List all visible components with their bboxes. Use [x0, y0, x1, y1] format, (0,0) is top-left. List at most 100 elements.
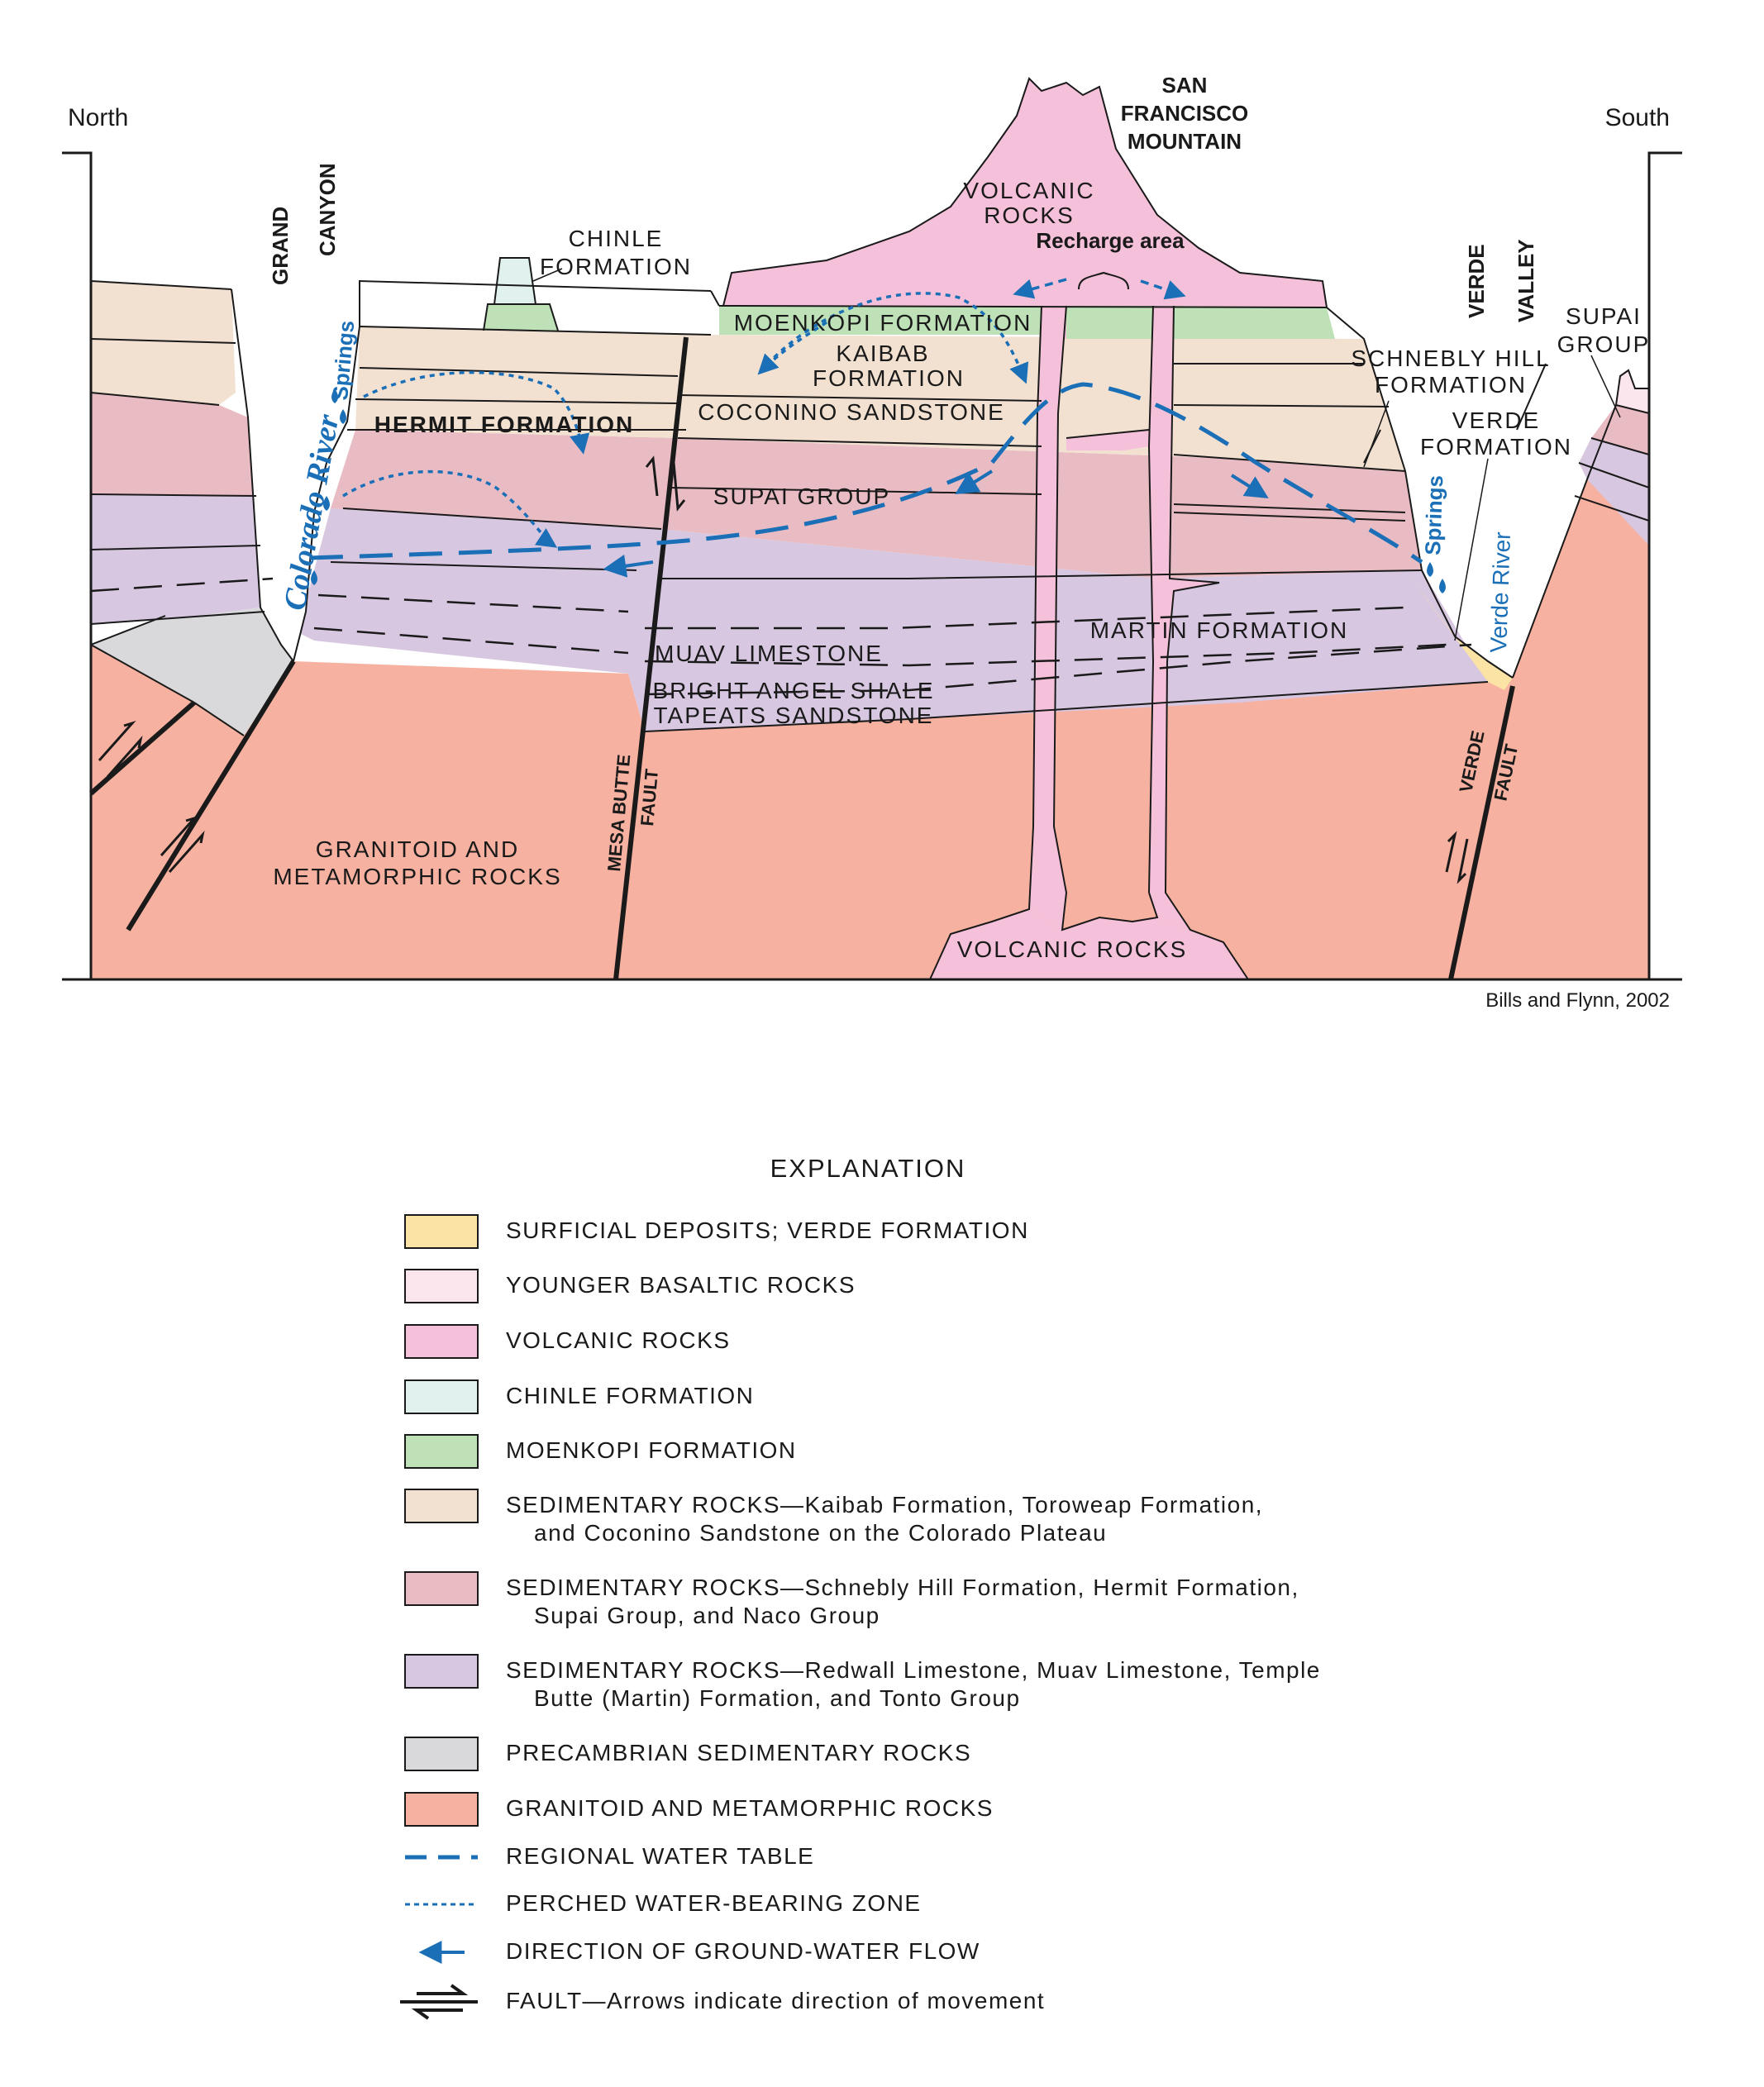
- recharge-area-label: Recharge area: [1036, 228, 1185, 253]
- legend-item-label: SURFICIAL DEPOSITS; VERDE FORMATION: [506, 1217, 1029, 1243]
- legend-item-label: Butte (Martin) Formation, and Tonto Grou…: [534, 1685, 1021, 1711]
- grand-label: GRAND: [268, 207, 293, 285]
- leader-supai-right: [1590, 355, 1621, 418]
- legend-fault-arrows-symbol: [400, 1984, 478, 2020]
- legend-item: SURFICIAL DEPOSITS; VERDE FORMATION: [404, 1214, 1029, 1249]
- legend-swatch-supai-seds: [404, 1571, 479, 1606]
- mesa-butte-fault-label-2: FAULT: [636, 768, 662, 827]
- frame-right: [1647, 151, 1682, 979]
- volcanic-bottom-unit: [930, 909, 1248, 979]
- supai-label: SUPAI GROUP: [713, 484, 890, 509]
- legend-item: REGIONAL WATER TABLE: [405, 1843, 813, 1869]
- schnebly-label-1: SCHNEBLY HILL: [1351, 345, 1550, 371]
- coconino-label: COCONINO SANDSTONE: [698, 399, 1005, 425]
- faults: [89, 336, 1515, 980]
- supai-group-right-2: GROUP: [1557, 331, 1651, 357]
- springs-drops-left: [311, 388, 346, 585]
- regional-water-table: [309, 382, 1423, 565]
- volcanic-top-label-1: VOLCANIC: [963, 178, 1094, 203]
- mesa-butte-fault-arrow-up: [645, 455, 659, 497]
- verde-fault-line: [1448, 685, 1515, 980]
- leader-verde-formation: [1454, 458, 1489, 641]
- legend-item: SEDIMENTARY ROCKS—Schnebly Hill Formatio…: [404, 1571, 1299, 1628]
- flow-arrow-right: [1230, 474, 1269, 498]
- springs-drops-right: [1427, 562, 1446, 593]
- kaibab-unit-left: [91, 281, 236, 405]
- legend-item-label: PRECAMBRIAN SEDIMENTARY ROCKS: [506, 1740, 971, 1765]
- leader-schnebly: [1363, 400, 1390, 468]
- legend-item: SEDIMENTARY ROCKS—Redwall Limestone, Mua…: [404, 1654, 1321, 1711]
- recharge-brace: [1078, 271, 1129, 290]
- verde-river-label: Verde River: [1485, 531, 1515, 653]
- legend-item: PRECAMBRIAN SEDIMENTARY ROCKS: [404, 1737, 971, 1771]
- hermit-label: HERMIT FORMATION: [374, 412, 635, 437]
- legend-item-label: SEDIMENTARY ROCKS—Kaibab Formation, Toro…: [506, 1492, 1263, 1518]
- verde-valley-label-1: VERDE: [1464, 244, 1489, 318]
- legend-swatch-redwall-seds: [404, 1654, 479, 1689]
- moenkopi-label: MOENKOPI FORMATION: [734, 310, 1032, 336]
- granitoid-label-2: METAMORPHIC ROCKS: [273, 864, 561, 889]
- legend-item-label: SEDIMENTARY ROCKS—Schnebly Hill Formatio…: [506, 1575, 1299, 1600]
- flow-arrow-center-left: [955, 469, 994, 494]
- flow-arrow-left: [603, 554, 654, 578]
- moenkopi-unit: [719, 306, 1042, 335]
- legend-item-label: YOUNGER BASALTIC ROCKS: [506, 1272, 856, 1298]
- legend-item-label: and Coconino Sandstone on the Colorado P…: [534, 1520, 1107, 1546]
- verde-fault-arrows: [1445, 831, 1469, 884]
- legend-item: VOLCANIC ROCKS: [404, 1324, 729, 1359]
- legend: EXPLANATION SURFICIAL DEPOSITS; VERDE FO…: [400, 1154, 1321, 2020]
- kaibab-label-2: FORMATION: [813, 365, 965, 391]
- legend-item: MOENKOPI FORMATION: [404, 1434, 797, 1469]
- verde-valley-label-2: VALLEY: [1514, 239, 1538, 322]
- perched-zone-center-left-arrow: [757, 321, 827, 375]
- redwall-unit-right: [1579, 438, 1649, 546]
- supai-unit-left: [91, 393, 256, 496]
- legend-item-label: MOENKOPI FORMATION: [506, 1437, 797, 1463]
- kaibab-label-1: KAIBAB: [836, 341, 929, 366]
- muav-label: MUAV LIMESTONE: [655, 641, 883, 666]
- legend-swatch-chinle: [404, 1379, 479, 1414]
- left-fault-line-1: [89, 700, 196, 796]
- younger-basalt-unit: [1616, 370, 1649, 413]
- martin-label: MARTIN FORMATION: [1090, 617, 1349, 643]
- volcanic-sill: [1066, 430, 1149, 450]
- legend-item: GRANITOID AND METAMORPHIC ROCKS: [404, 1792, 992, 1827]
- left-fault-arrows-2: [160, 816, 205, 873]
- left-fault-line-2: [126, 660, 296, 932]
- legend-item-label: Supai Group, and Naco Group: [534, 1603, 880, 1628]
- perched-zone-left-upper: [363, 370, 590, 455]
- legend-swatch-younger-basalt: [404, 1269, 479, 1303]
- redwall-unit-middle: [298, 508, 1488, 731]
- legend-item-label: PERCHED WATER-BEARING ZONE: [506, 1890, 922, 1916]
- mountain-title-3: MOUNTAIN: [1128, 129, 1242, 154]
- precambrian-unit: [91, 608, 293, 736]
- legend-swatch-precambrian: [404, 1737, 479, 1771]
- mesa-butte-fault-line: [613, 336, 689, 980]
- legend-swatch-moenkopi: [404, 1434, 479, 1469]
- perched-zone-left-lower: [342, 469, 558, 548]
- moenkopi-unit-2: [1066, 306, 1153, 339]
- tapeats-label: TAPEATS SANDSTONE: [654, 703, 934, 728]
- mesa-butte-fault-arrow-down: [672, 462, 686, 512]
- volcanic-top-label-2: ROCKS: [984, 203, 1075, 228]
- verde-formation-label-2: FORMATION: [1420, 434, 1572, 460]
- mountain-title-1: SAN: [1162, 73, 1208, 98]
- legend-swatch-granitoid: [404, 1792, 479, 1827]
- legend-item: CHINLE FORMATION: [404, 1379, 754, 1414]
- direction-north: North: [68, 104, 128, 131]
- legend-title: EXPLANATION: [770, 1154, 966, 1183]
- moenkopi-unit-3: [1174, 306, 1335, 339]
- legend-item-label: SEDIMENTARY ROCKS—Redwall Limestone, Mua…: [506, 1657, 1321, 1683]
- legend-item: SEDIMENTARY ROCKS—Kaibab Formation, Toro…: [404, 1489, 1263, 1546]
- legend-item-label: CHINLE FORMATION: [506, 1383, 754, 1408]
- legend-item: PERCHED WATER-BEARING ZONE: [405, 1890, 922, 1916]
- chinle-label-1: CHINLE: [569, 226, 664, 251]
- legend-item: YOUNGER BASALTIC ROCKS: [404, 1269, 856, 1303]
- left-fault-arrows-1: [98, 721, 143, 778]
- legend-item-label: DIRECTION OF GROUND-WATER FLOW: [506, 1938, 980, 1964]
- legend-item: DIRECTION OF GROUND-WATER FLOW: [418, 1938, 980, 1964]
- volcanic-bottom-label: VOLCANIC ROCKS: [957, 936, 1188, 962]
- perched-zone-center: [759, 292, 1029, 384]
- schnebly-label-2: FORMATION: [1375, 372, 1527, 398]
- credit-text: Bills and Flynn, 2002: [1485, 989, 1670, 1012]
